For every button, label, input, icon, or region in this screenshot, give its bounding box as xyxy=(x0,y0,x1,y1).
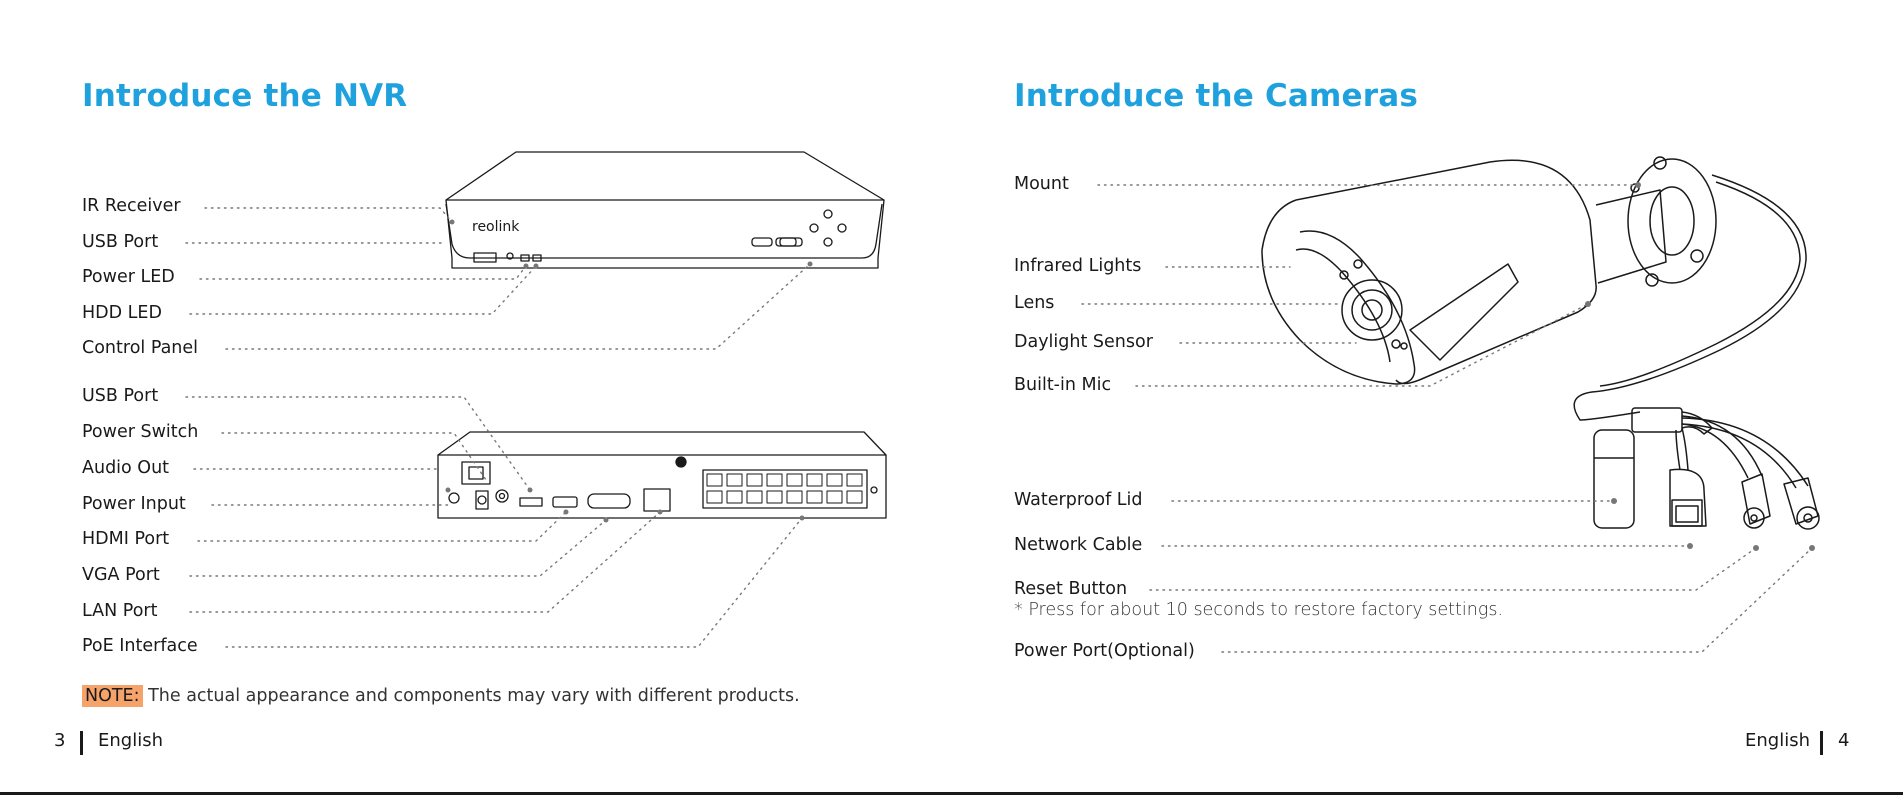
label-poe-interface: PoE Interface xyxy=(82,636,198,656)
page-number-left: 3 xyxy=(54,730,66,751)
label-power-led: Power LED xyxy=(82,267,175,287)
nvr-rear-illustration xyxy=(437,431,887,519)
label-waterproof-lid: Waterproof Lid xyxy=(1014,490,1143,510)
footer-divider-right xyxy=(1820,731,1823,755)
nvr-front-illustration xyxy=(445,151,885,269)
bottom-rule xyxy=(0,792,1903,795)
label-power-port: Power Port(Optional) xyxy=(1014,641,1195,661)
note-tag: NOTE: xyxy=(82,685,143,707)
leader-dots xyxy=(445,182,1815,551)
label-network-cable: Network Cable xyxy=(1014,535,1143,555)
footer-divider-left xyxy=(80,731,83,755)
leader-lines xyxy=(185,184,1813,653)
label-built-in-mic: Built-in Mic xyxy=(1014,375,1112,395)
label-control-panel: Control Panel xyxy=(82,338,199,358)
page-number-right: 4 xyxy=(1838,730,1850,751)
note: NOTE: The actual appearance and componen… xyxy=(82,685,800,707)
reset-note: * Press for about 10 seconds to restore … xyxy=(1014,600,1504,620)
label-power-switch: Power Switch xyxy=(82,422,199,442)
nvr-brand-logo: reolink xyxy=(472,219,520,235)
label-power-input: Power Input xyxy=(82,494,186,514)
label-vga-port: VGA Port xyxy=(82,565,160,585)
camera-illustration xyxy=(1261,156,1820,530)
label-usb-port-rear: USB Port xyxy=(82,386,159,406)
label-usb-port-front: USB Port xyxy=(82,232,159,252)
label-lens: Lens xyxy=(1014,293,1055,313)
label-audio-out: Audio Out xyxy=(82,458,170,478)
label-daylight-sensor: Daylight Sensor xyxy=(1014,332,1153,352)
note-text: The actual appearance and components may… xyxy=(142,686,800,706)
label-mount: Mount xyxy=(1014,174,1069,194)
cameras-title: Introduce the Cameras xyxy=(1014,78,1419,114)
label-reset-button: Reset Button xyxy=(1014,579,1128,599)
footer-language-left: English xyxy=(98,730,163,751)
label-ir-receiver: IR Receiver xyxy=(82,196,181,216)
footer-language-right: English xyxy=(1745,730,1810,751)
nvr-title: Introduce the NVR xyxy=(82,78,408,114)
label-hdd-led: HDD LED xyxy=(82,303,162,323)
label-hdmi-port: HDMI Port xyxy=(82,529,170,549)
label-lan-port: LAN Port xyxy=(82,601,158,621)
label-infrared-lights: Infrared Lights xyxy=(1014,256,1142,276)
